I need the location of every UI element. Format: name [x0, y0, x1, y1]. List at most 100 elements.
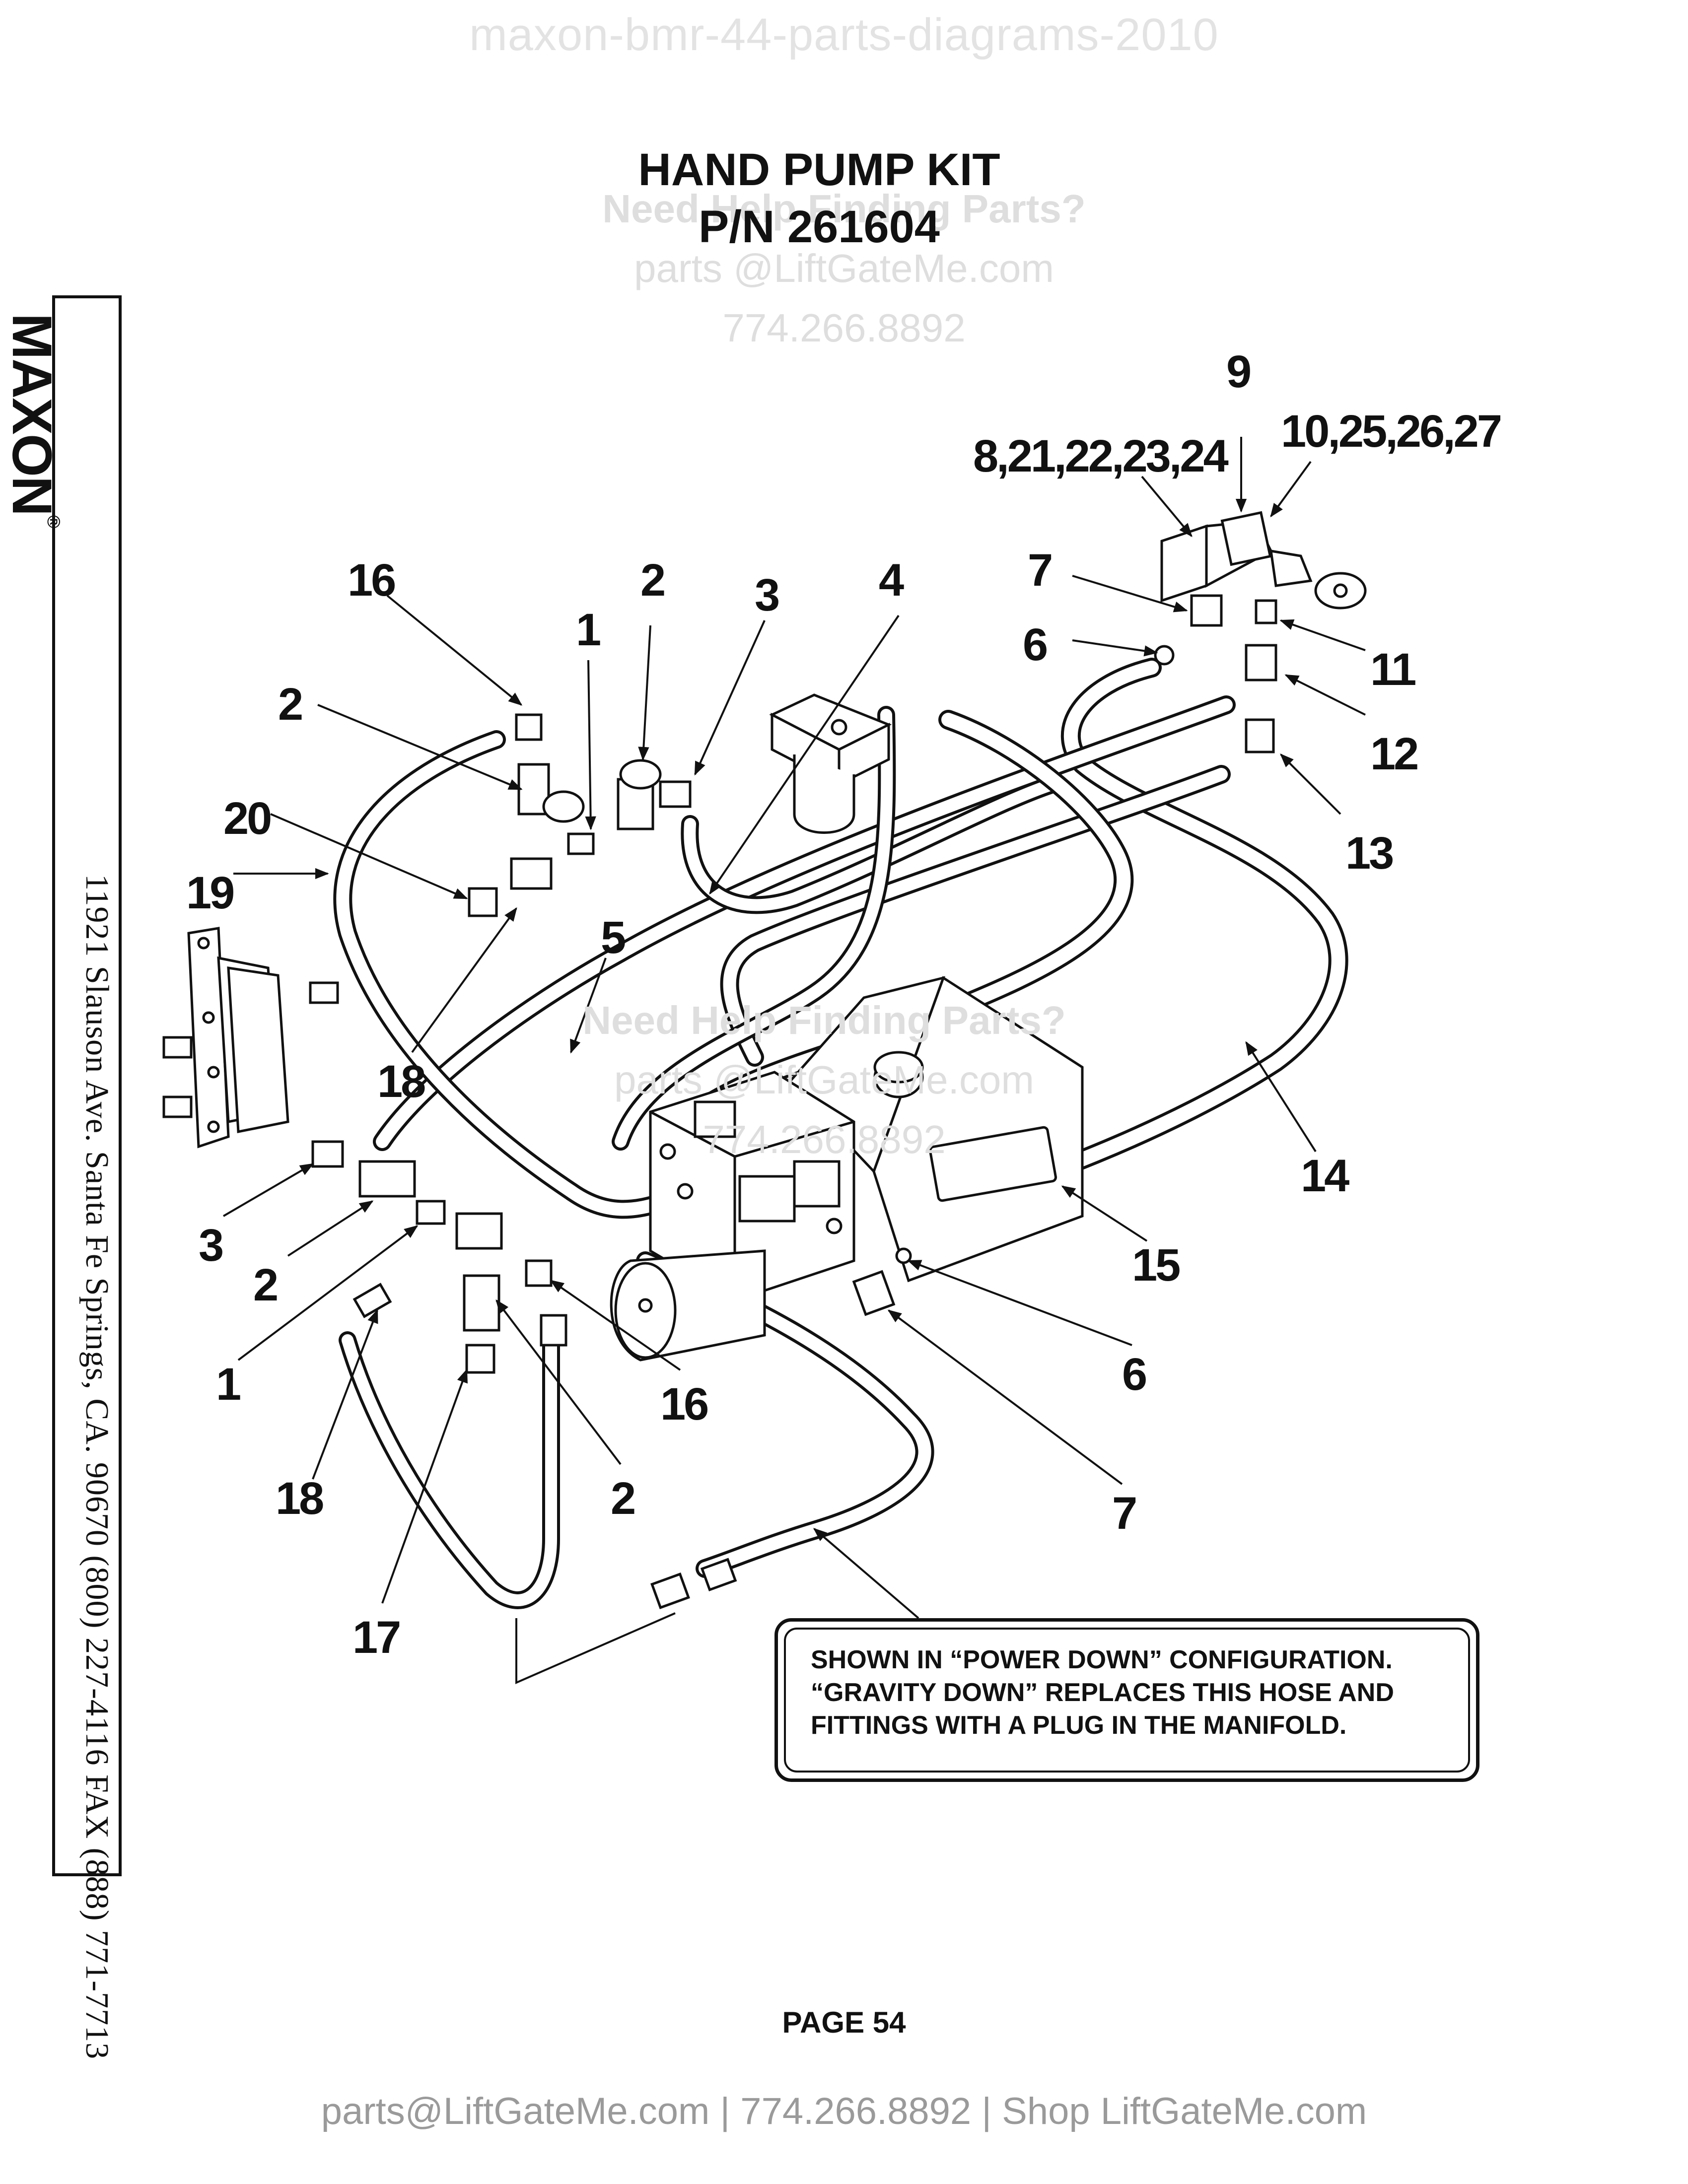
leader-2c	[287, 1200, 374, 1257]
leader-lines	[222, 437, 1366, 1685]
fitting-1b	[416, 1200, 446, 1225]
callout-6a: 6	[1023, 619, 1047, 670]
callout-2b: 2	[278, 679, 302, 730]
callout-10: 10,25,26,27	[1281, 406, 1501, 457]
leader-14	[1245, 1041, 1317, 1153]
callout-17: 17	[352, 1612, 400, 1663]
help-watermark-phone: 774.266.8892	[722, 306, 966, 350]
callout-16b: 16	[660, 1379, 707, 1430]
hose-filter	[612, 706, 896, 1151]
leader-11	[1279, 619, 1366, 651]
part-number: P/N 261604	[699, 202, 940, 252]
callout-19: 19	[186, 868, 233, 918]
fitting-11	[1255, 599, 1277, 624]
callout-16a: 16	[348, 555, 395, 606]
fitting-2c	[358, 1160, 416, 1198]
fitting-2a-port	[542, 790, 585, 823]
leader-10	[1270, 461, 1312, 518]
callout-15: 15	[1132, 1240, 1180, 1291]
leader-6b	[907, 1260, 1132, 1346]
leader-2a	[638, 625, 651, 761]
fitting-16a	[515, 713, 543, 741]
fittings	[162, 594, 1277, 1609]
header-watermark: maxon-bmr-44-parts-diagrams-2010	[469, 9, 1219, 60]
solenoid-1	[738, 1175, 796, 1223]
callout-4: 4	[879, 555, 904, 606]
help-watermark-heading: Need Help Finding Parts?	[602, 187, 1086, 231]
fitting-3a	[659, 780, 692, 808]
page-number: PAGE 54	[782, 2006, 906, 2039]
hose-4	[681, 775, 1061, 914]
leader-1a	[585, 660, 596, 830]
fitting-7a	[1190, 594, 1223, 627]
leader-18a	[411, 907, 517, 1053]
hand-pump	[187, 927, 289, 1149]
fitting-13	[1245, 718, 1275, 753]
callout-labels: 9 8,21,22,23,24 10,25,26,27 16 1 2 3 4 7…	[186, 346, 1503, 1663]
leader-note	[813, 1528, 919, 1619]
callout-12: 12	[1370, 729, 1417, 779]
callout-6b: 6	[1122, 1349, 1146, 1400]
oring-6a	[1154, 645, 1175, 666]
leader-3a	[694, 620, 766, 776]
hose-14	[894, 658, 1348, 1226]
hose-left-loop	[333, 730, 675, 1219]
oring-6b	[895, 1247, 912, 1264]
fitting-tee-18a	[510, 857, 553, 890]
callout-2d: 2	[611, 1473, 634, 1524]
callout-1b: 1	[216, 1359, 240, 1410]
callout-2c: 2	[253, 1260, 277, 1310]
callout-18a: 18	[377, 1056, 425, 1107]
callout-3b: 3	[199, 1220, 222, 1271]
fitting-20	[468, 887, 498, 917]
fitting-7b	[852, 1270, 896, 1316]
callout-13: 13	[1345, 828, 1393, 879]
callout-3a: 3	[755, 570, 778, 620]
footer-contact[interactable]: parts@LiftGateMe.com | 774.266.8892 | Sh…	[321, 2090, 1367, 2132]
callout-1a: 1	[576, 605, 600, 655]
fitting-12	[1245, 644, 1277, 682]
fitting-17	[465, 1344, 495, 1374]
leader-16b	[550, 1280, 681, 1371]
callout-14: 14	[1301, 1151, 1349, 1201]
fitting-tee-lower	[455, 1212, 503, 1250]
leader-20	[270, 813, 468, 899]
hose-u	[339, 1331, 560, 1609]
callout-7a: 7	[1028, 545, 1052, 596]
switch-assembly	[1160, 511, 1367, 610]
leader-3b	[222, 1163, 314, 1217]
solenoid-2	[793, 1160, 841, 1208]
note-line-3: FITTINGS WITH A PLUG IN THE MANIFOLD.	[811, 1711, 1347, 1740]
fitting-18b	[352, 1283, 392, 1318]
leader-13	[1280, 753, 1341, 815]
solenoid-3	[694, 1100, 736, 1138]
help-watermark-center-phone: 774.266.8892	[703, 1117, 946, 1161]
callout-9: 9	[1226, 346, 1250, 397]
help-watermark-center-email: parts @LiftGateMe.com	[614, 1058, 1034, 1102]
leader-2b	[317, 704, 523, 790]
note-line-1: SHOWN IN “POWER DOWN” CONFIGURATION.	[811, 1645, 1393, 1674]
help-watermark-center-heading: Need Help Finding Parts?	[582, 998, 1066, 1042]
leader-7a	[1072, 575, 1188, 613]
leader-12	[1284, 674, 1366, 716]
fitting-2d	[463, 1274, 500, 1332]
page-title: HAND PUMP KIT	[638, 144, 1000, 195]
power-unit	[610, 976, 1084, 1362]
callout-8: 8,21,22,23,24	[973, 431, 1229, 481]
leader-4	[709, 614, 900, 895]
sidebar: MAXON® 11921 Slauson Ave. Santa Fe Sprin…	[1, 295, 122, 2059]
reservoir-label-panel	[929, 1126, 1057, 1202]
return-filter	[769, 693, 892, 834]
leader-7b	[887, 1309, 1123, 1485]
leader-15	[1061, 1185, 1148, 1242]
fitting-3b	[311, 1140, 344, 1168]
callout-11: 11	[1370, 644, 1415, 695]
callout-5: 5	[601, 912, 625, 963]
fitting-1a	[567, 832, 595, 855]
leader-5	[570, 957, 607, 1054]
configuration-note: SHOWN IN “POWER DOWN” CONFIGURATION. “GR…	[774, 1618, 1479, 1782]
help-watermark-email: parts @LiftGateMe.com	[634, 246, 1054, 290]
hose-main	[680, 710, 1134, 1127]
leader-2d	[495, 1299, 622, 1465]
